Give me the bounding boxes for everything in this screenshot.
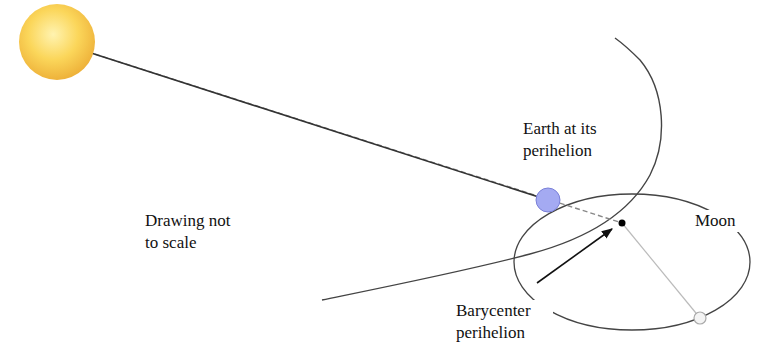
barycenter-dot [619,220,626,227]
leader-arrow [537,229,612,283]
moon-label: Moon [694,210,756,232]
barycenter-label: Barycenter perihelion [455,300,553,344]
orbit-curve [322,38,661,300]
barycenter-moon-line [622,223,700,318]
moon [694,312,706,324]
scale-note: Drawing not to scale [144,210,238,254]
sun-earth-line [57,42,548,200]
earth-label: Earth at its perihelion [522,118,624,162]
sun [19,4,95,80]
earth [536,188,560,212]
